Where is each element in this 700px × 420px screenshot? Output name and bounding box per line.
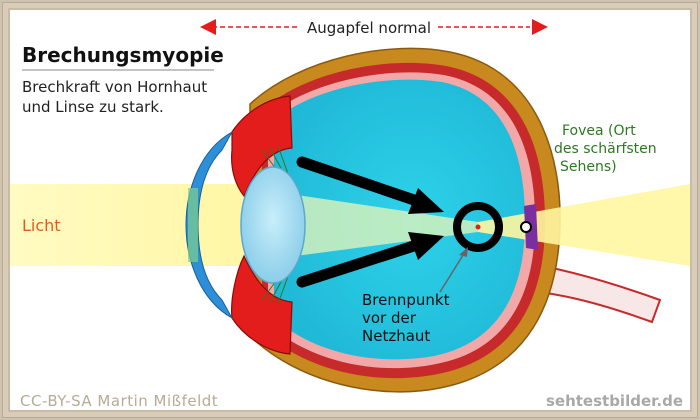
light-cone-inner (250, 188, 478, 262)
arrow-lower (296, 232, 444, 288)
focus-label-line-2: vor der (362, 309, 417, 327)
focus-label-line-1: Brennpunkt (362, 291, 450, 309)
top-label: Augapfel normal (307, 19, 431, 37)
focal-point-ring (453, 202, 503, 252)
focus-label-line-3: Netzhaut (362, 327, 430, 345)
title: Brechungsmyopie (22, 43, 224, 67)
iris-upper (231, 95, 293, 198)
fovea-label-line-2: des schärfsten (554, 141, 657, 157)
light-label: Licht (22, 216, 61, 235)
cornea-light-overlay (188, 188, 198, 262)
focus-pointer-line (439, 251, 466, 293)
light-cone-outer (478, 184, 690, 266)
arrow-upper (296, 156, 444, 214)
focal-point-dot (475, 224, 481, 230)
iris-lower (231, 254, 293, 355)
fovea-label-line-3: Sehens) (560, 159, 617, 175)
subtitle-line-1: Brechkraft von Hornhaut (22, 78, 207, 96)
fovea-label-line-1: Fovea (Ort (562, 123, 636, 139)
arrow-left-head-icon (200, 19, 216, 35)
lens (240, 166, 306, 284)
fovea-marker (520, 221, 532, 233)
arrow-right-head-icon (532, 19, 548, 35)
website-text: sehtestbilder.de (546, 392, 683, 410)
subtitle-line-2: und Linse zu stark. (22, 98, 164, 116)
credit-text: CC-BY-SA Martin Mißfeldt (20, 392, 218, 410)
focus-pointer-head (459, 247, 468, 257)
